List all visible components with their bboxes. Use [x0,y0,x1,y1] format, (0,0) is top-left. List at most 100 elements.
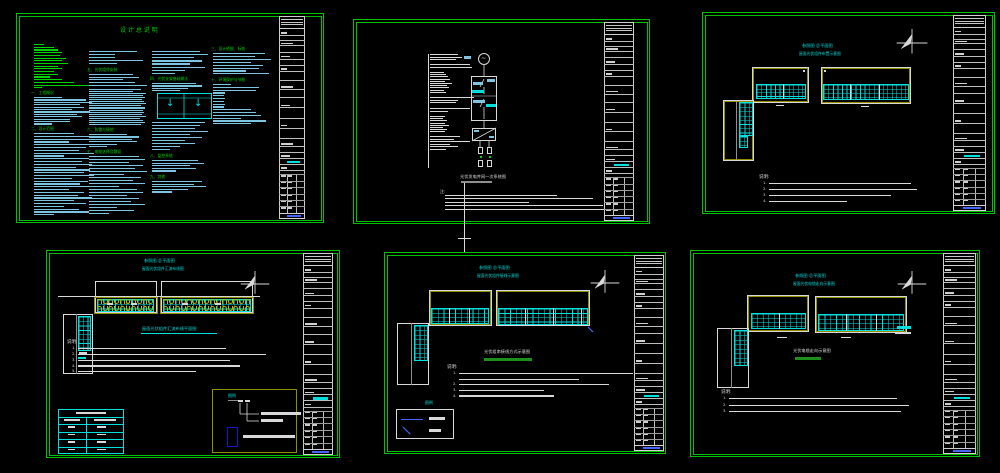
phase-label [953,396,971,399]
title-block-divider [634,278,664,280]
table-cell-bar [97,426,107,428]
title-block-label [944,340,954,343]
text-line-bar [430,85,447,87]
title-block-divider [634,362,664,364]
sheet-cable-routing-plan: 参照图 总平面图屋面光伏电缆走向示意图光伏电缆走向示意图说明:1.2.3. [690,250,980,457]
revision-cell [605,203,611,205]
text-line-bar [34,194,78,196]
text-bar [487,79,495,82]
string-wiring [174,306,180,311]
title-block-divider [303,307,333,309]
title-block-divider [303,265,333,266]
revision-cell [954,410,959,413]
text-line-bar [89,99,142,101]
title-block-label [605,146,618,149]
text-line-bar [34,113,77,115]
text-bar [779,313,780,329]
roof-outline [816,297,906,332]
text-bar [634,420,664,421]
revision-cell [954,436,959,438]
title-block-divider [279,97,305,98]
string-wiring [108,306,114,311]
text-line-bar [89,109,143,111]
string-wiring [186,299,192,304]
title-block-divider [604,69,634,71]
note-number: 3. [723,408,727,414]
string-wiring [186,306,192,311]
phase-label [963,155,981,158]
title-block-divider [943,301,976,302]
title-block-divider [943,405,976,407]
revision-cell [313,417,318,420]
revision-cell [954,193,960,195]
text-bar [488,156,491,158]
text-bar [449,308,450,324]
note-line-bar [769,195,891,197]
text-bar [604,215,634,216]
spec-list-rule [428,54,429,168]
caption-underline [484,358,532,361]
stamp-text-bar [635,260,662,262]
title-block-divider [943,307,976,308]
title-block-label [944,269,951,271]
text-line-bar [34,189,69,191]
text-line-bar [34,214,54,216]
text-bar [461,181,492,183]
revision-cell [954,423,959,425]
text-line-bar [152,90,180,92]
table-cell-bar [67,426,75,428]
notes-label: 说明: [721,390,732,395]
note-line-bar [769,201,847,203]
stamp-text-bar [304,256,331,258]
text-line-bar [213,112,256,114]
building-outline [63,314,93,374]
text-bar [623,177,625,216]
stamp-text-bar [944,261,974,263]
toc-lines [34,46,54,48]
title-block-divider [634,403,664,405]
pv-array [739,102,753,136]
text-line-bar [34,123,52,125]
title-block-divider [604,84,634,86]
title-block-label [304,341,314,343]
pv-array [751,313,806,329]
text-bar [279,193,305,195]
text-bar [604,183,634,185]
title-block-label [605,108,615,111]
pv-array [498,308,588,325]
text-line-bar [89,146,107,148]
revision-cell [635,408,641,411]
title-block-divider [604,63,634,65]
string-wiring [136,299,142,304]
drawing-text: 四、光伏支架基础做法 [150,76,188,81]
text-line-bar [152,54,208,56]
text-line-bar [213,55,255,58]
stamp-text-bar [304,261,331,263]
text-bar [58,424,124,425]
string-wiring [142,306,148,311]
title-block-divider [604,161,634,162]
text-line-bar [430,78,450,80]
string-wiring [148,299,154,304]
text-line-bar [89,124,141,126]
title-block-divider [279,28,305,29]
text-bar [653,407,655,446]
text-line-bar [34,101,92,103]
title-block-label [280,68,287,70]
string-wiring [114,299,119,304]
text-line-bar [430,83,452,84]
drawing-text: 六、防雷与接地 [87,127,114,132]
text-line-bar [89,120,143,122]
revision-cell [614,203,619,205]
note-line-bar [459,384,609,386]
title-block-label [944,360,951,363]
text-line-bar [34,144,92,146]
drawing-text: 二、设计范围 [31,126,54,131]
revision-cell [304,443,310,445]
text-bar [182,303,188,305]
title-block-label [944,378,957,381]
string-wiring [174,299,180,304]
revision-cell [954,175,960,177]
revision-cell [944,436,950,438]
pv-array [414,325,428,361]
